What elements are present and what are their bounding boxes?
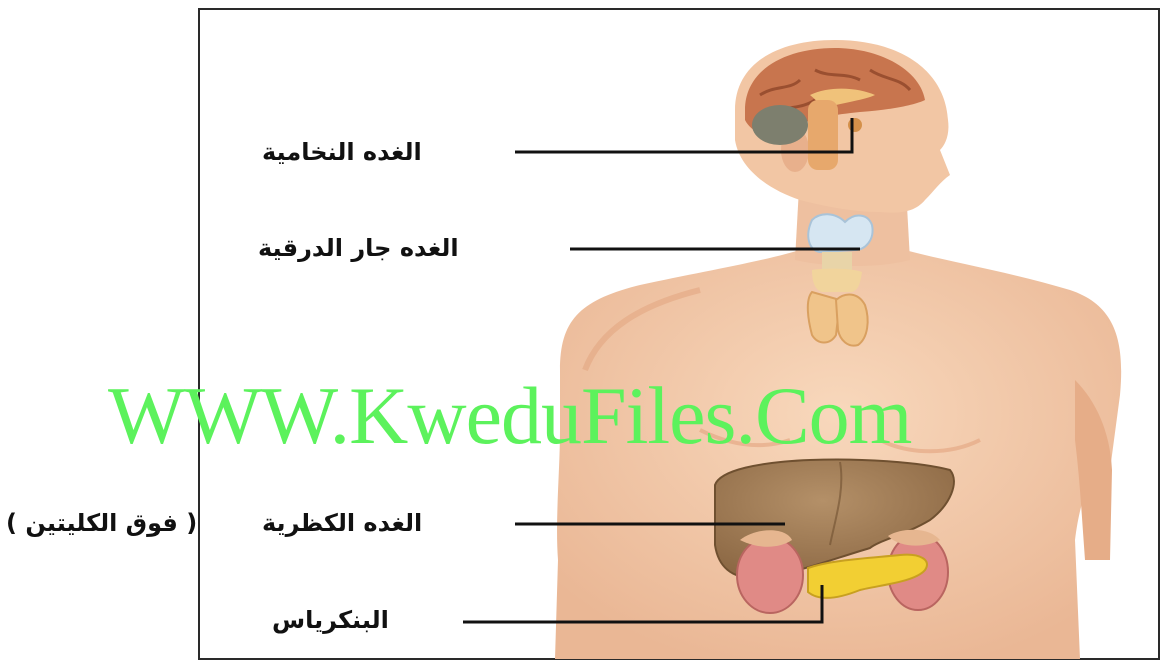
pituitary-label: الغده النخامية bbox=[262, 140, 422, 164]
watermark-text: WWW.KweduFiles.Com bbox=[108, 375, 911, 457]
adrenal-note-label: ( فوق الكليتين ) bbox=[6, 511, 197, 535]
pancreas-label: البنكرياس bbox=[272, 608, 389, 632]
adrenal-label: الغده الكظرية bbox=[262, 511, 422, 535]
parathyroid-label: الغده جار الدرقية bbox=[258, 236, 459, 260]
